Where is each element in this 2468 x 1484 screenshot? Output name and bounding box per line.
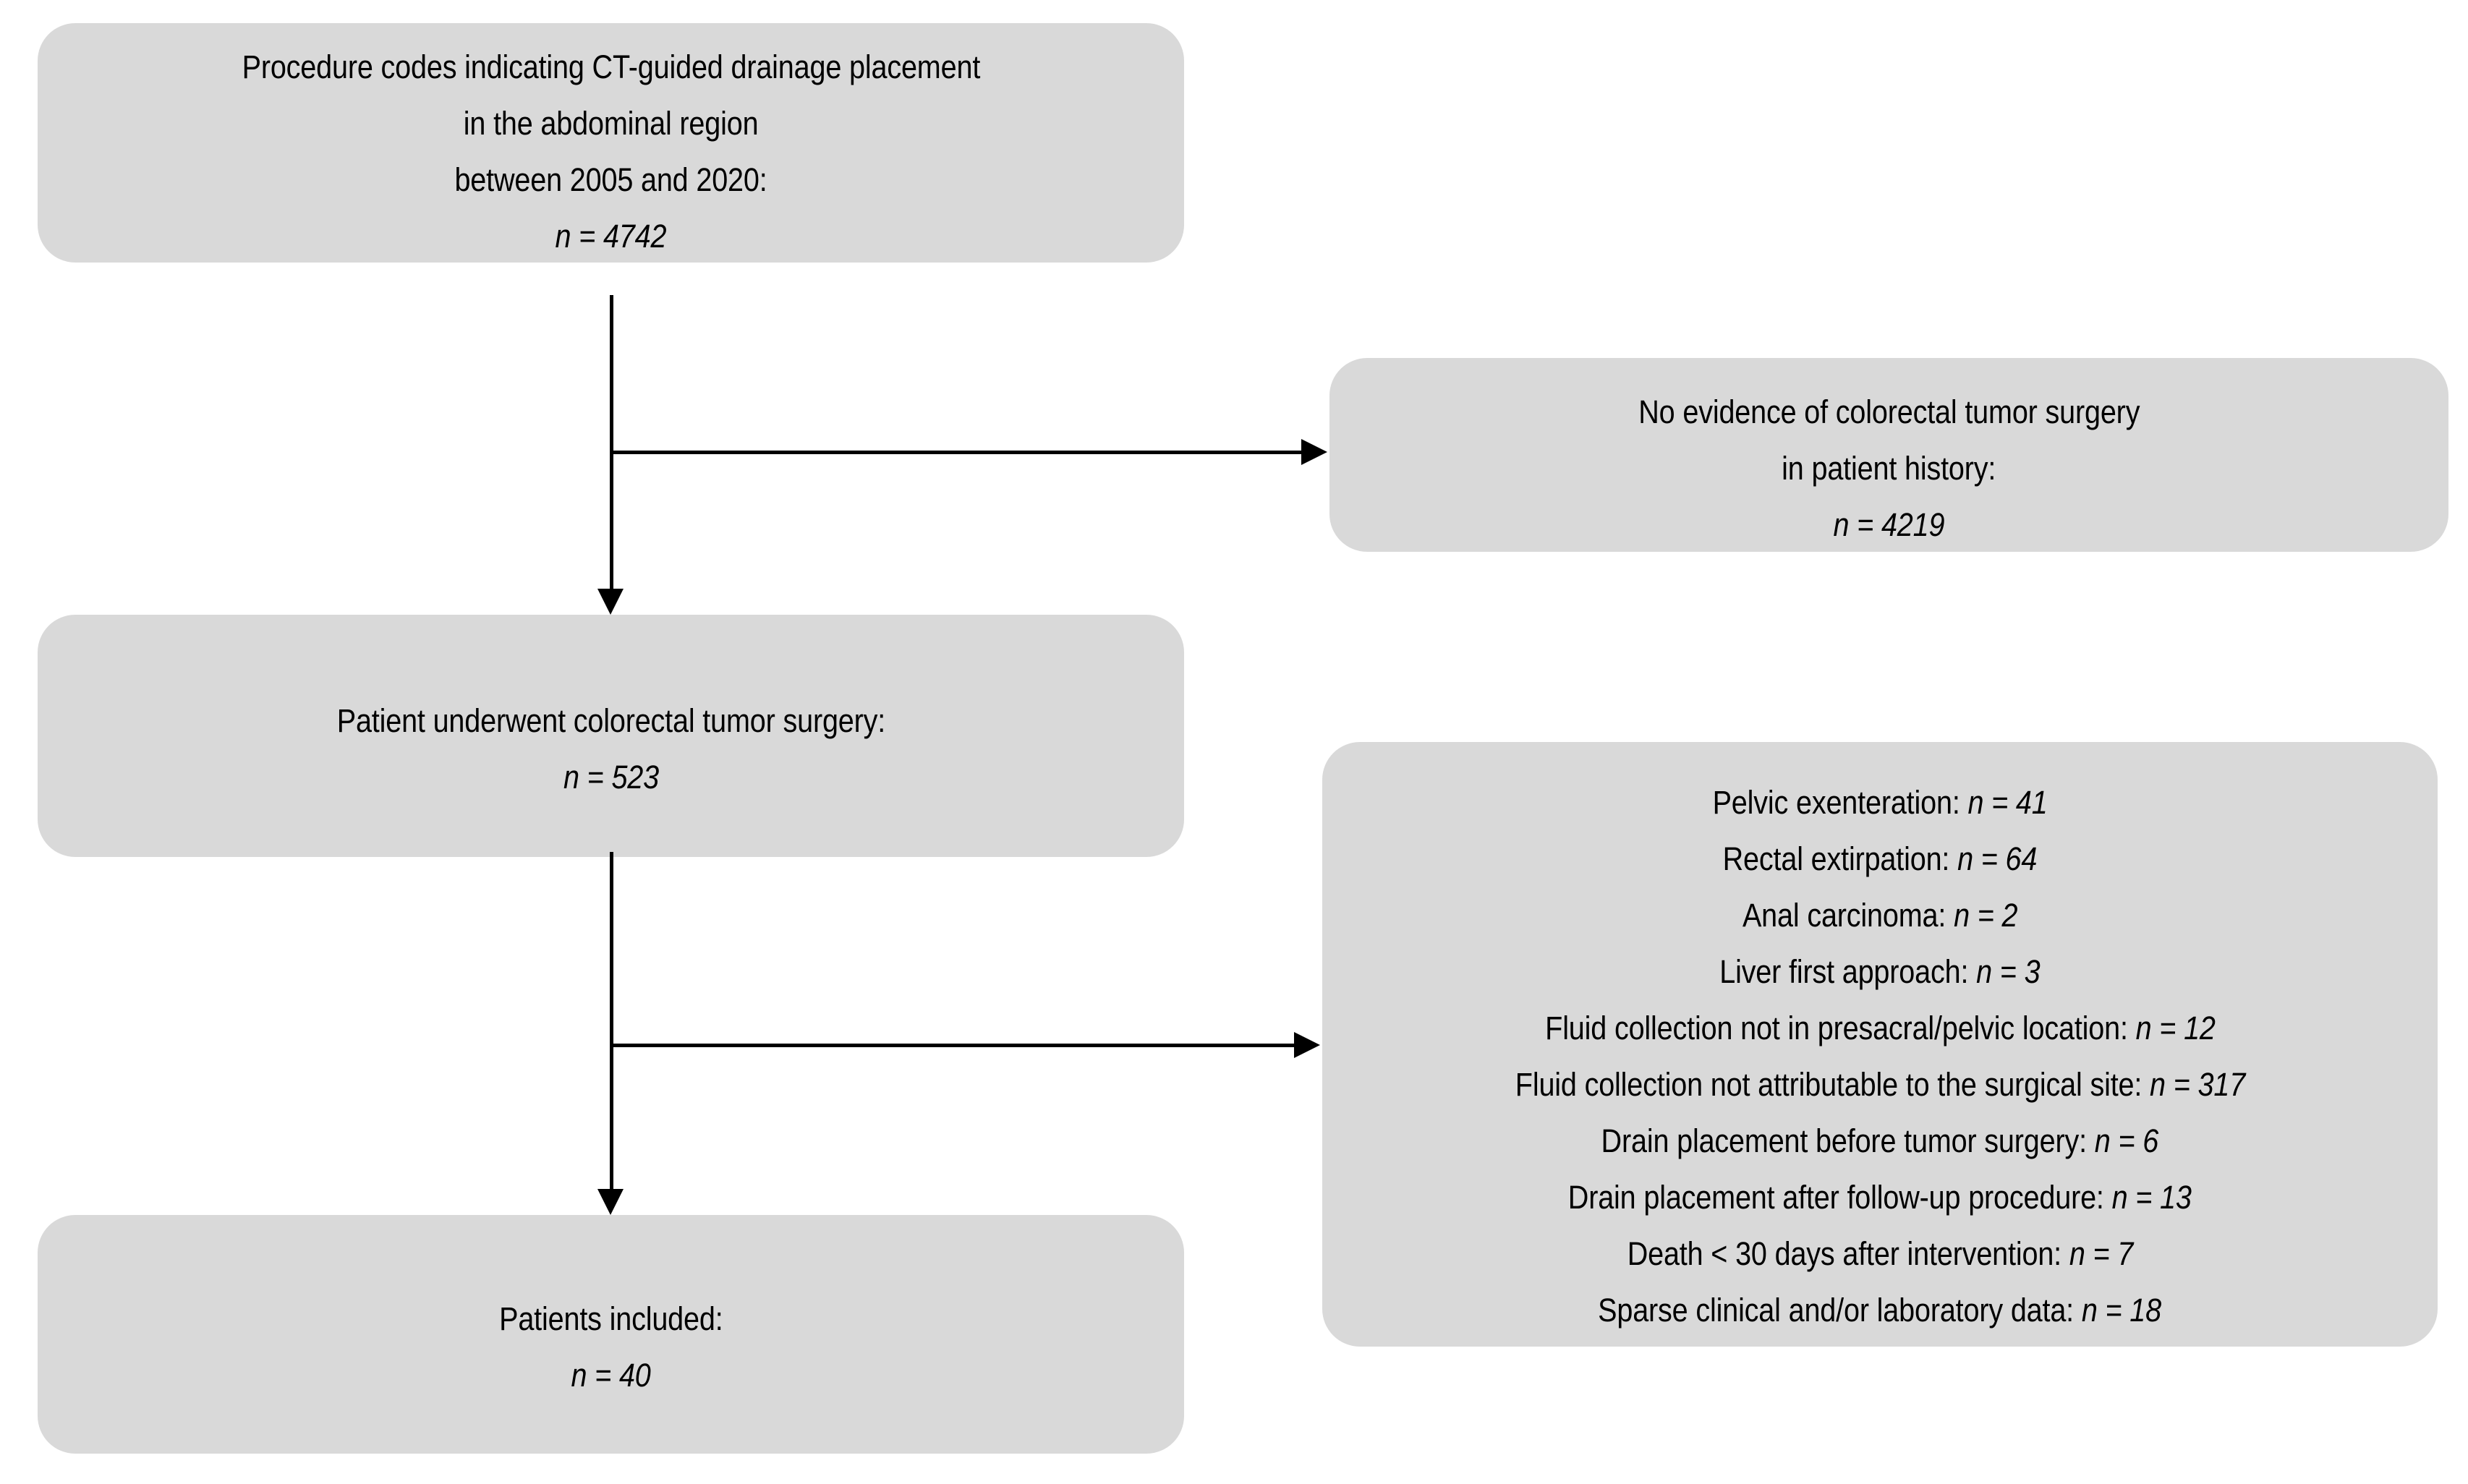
arrowhead-down-icon	[597, 589, 624, 615]
exclusion-item-label: Pelvic exenteration:	[1712, 784, 1960, 821]
no-evidence-line-2: in patient history:	[1782, 450, 1996, 487]
exclusion-item: Sparse clinical and/or laboratory data: …	[1599, 1282, 2162, 1339]
node-exclusion-no-evidence: No evidence of colorectal tumor surgery …	[1329, 358, 2448, 552]
exclusion-item: Liver first approach: n = 3	[1719, 944, 2040, 1000]
exclusion-item-count: n = 18	[2082, 1292, 2162, 1329]
exclusion-item-count: n = 12	[2135, 1010, 2216, 1046]
exclusion-item-count: n = 7	[2069, 1235, 2133, 1272]
no-evidence-line-1: No evidence of colorectal tumor surgery	[1638, 393, 2140, 430]
exclusion-item: Fluid collection not in presacral/pelvic…	[1545, 1000, 2216, 1057]
exclusion-item-count: n = 41	[1967, 784, 2048, 821]
included-line-1: Patients included:	[498, 1300, 723, 1337]
arrowhead-right-icon	[1301, 439, 1327, 465]
exclusion-item: Drain placement after follow-up procedur…	[1568, 1169, 2192, 1226]
exclusion-item-label: Liver first approach:	[1719, 953, 1969, 990]
exclusion-item-count: n = 6	[2094, 1122, 2159, 1159]
surgery-line-1: Patient underwent colorectal tumor surge…	[336, 702, 885, 739]
exclusion-item-label: Anal carcinoma:	[1742, 897, 1946, 934]
source-count: n = 4742	[555, 218, 667, 255]
connector-surgery-to-included	[610, 852, 613, 1190]
exclusion-item: Drain placement before tumor surgery: n …	[1601, 1113, 2159, 1169]
source-line-3: between 2005 and 2020:	[454, 161, 767, 198]
connector-source-to-no-evidence	[611, 451, 1302, 454]
exclusion-item-count: n = 13	[2111, 1179, 2192, 1216]
exclusion-item: Anal carcinoma: n = 2	[1742, 887, 2018, 944]
exclusion-item: Fluid collection not attributable to the…	[1515, 1057, 2244, 1113]
exclusion-item: Rectal extirpation: n = 64	[1723, 831, 2038, 887]
exclusion-item: Pelvic exenteration: n = 41	[1712, 775, 2047, 831]
exclusion-item-label: Drain placement before tumor surgery:	[1601, 1122, 2088, 1159]
source-line-2: in the abdominal region	[463, 105, 759, 142]
node-patients-included: Patients included: n = 40	[38, 1215, 1184, 1454]
no-evidence-count: n = 4219	[1833, 506, 1945, 543]
source-line-1: Procedure codes indicating CT-guided dra…	[242, 48, 980, 85]
exclusion-item-count: n = 3	[1976, 953, 2041, 990]
arrowhead-down-icon	[597, 1189, 624, 1215]
exclusion-item-label: Death < 30 days after intervention:	[1627, 1235, 2061, 1272]
exclusion-item: Death < 30 days after intervention: n = …	[1627, 1226, 2133, 1282]
included-count: n = 40	[571, 1357, 651, 1394]
exclusion-item-count: n = 64	[1957, 840, 2038, 877]
connector-source-to-surgery	[610, 295, 613, 589]
node-source-cohort: Procedure codes indicating CT-guided dra…	[38, 23, 1184, 263]
exclusion-item-label: Sparse clinical and/or laboratory data:	[1598, 1292, 2075, 1329]
surgery-count: n = 523	[563, 759, 659, 796]
connector-surgery-to-exclusions	[611, 1044, 1295, 1047]
arrowhead-right-icon	[1294, 1032, 1320, 1058]
exclusion-item-label: Fluid collection not in presacral/pelvic…	[1544, 1010, 2128, 1046]
node-underwent-surgery: Patient underwent colorectal tumor surge…	[38, 615, 1184, 857]
exclusion-item-label: Drain placement after follow-up procedur…	[1568, 1179, 2104, 1216]
exclusion-item-label: Rectal extirpation:	[1722, 840, 1950, 877]
exclusion-item-count: n = 317	[2149, 1066, 2245, 1103]
exclusion-item-label: Fluid collection not attributable to the…	[1515, 1066, 2142, 1103]
exclusion-item-count: n = 2	[1953, 897, 2018, 934]
node-exclusion-criteria: Pelvic exenteration: n = 41 Rectal extir…	[1322, 742, 2438, 1347]
